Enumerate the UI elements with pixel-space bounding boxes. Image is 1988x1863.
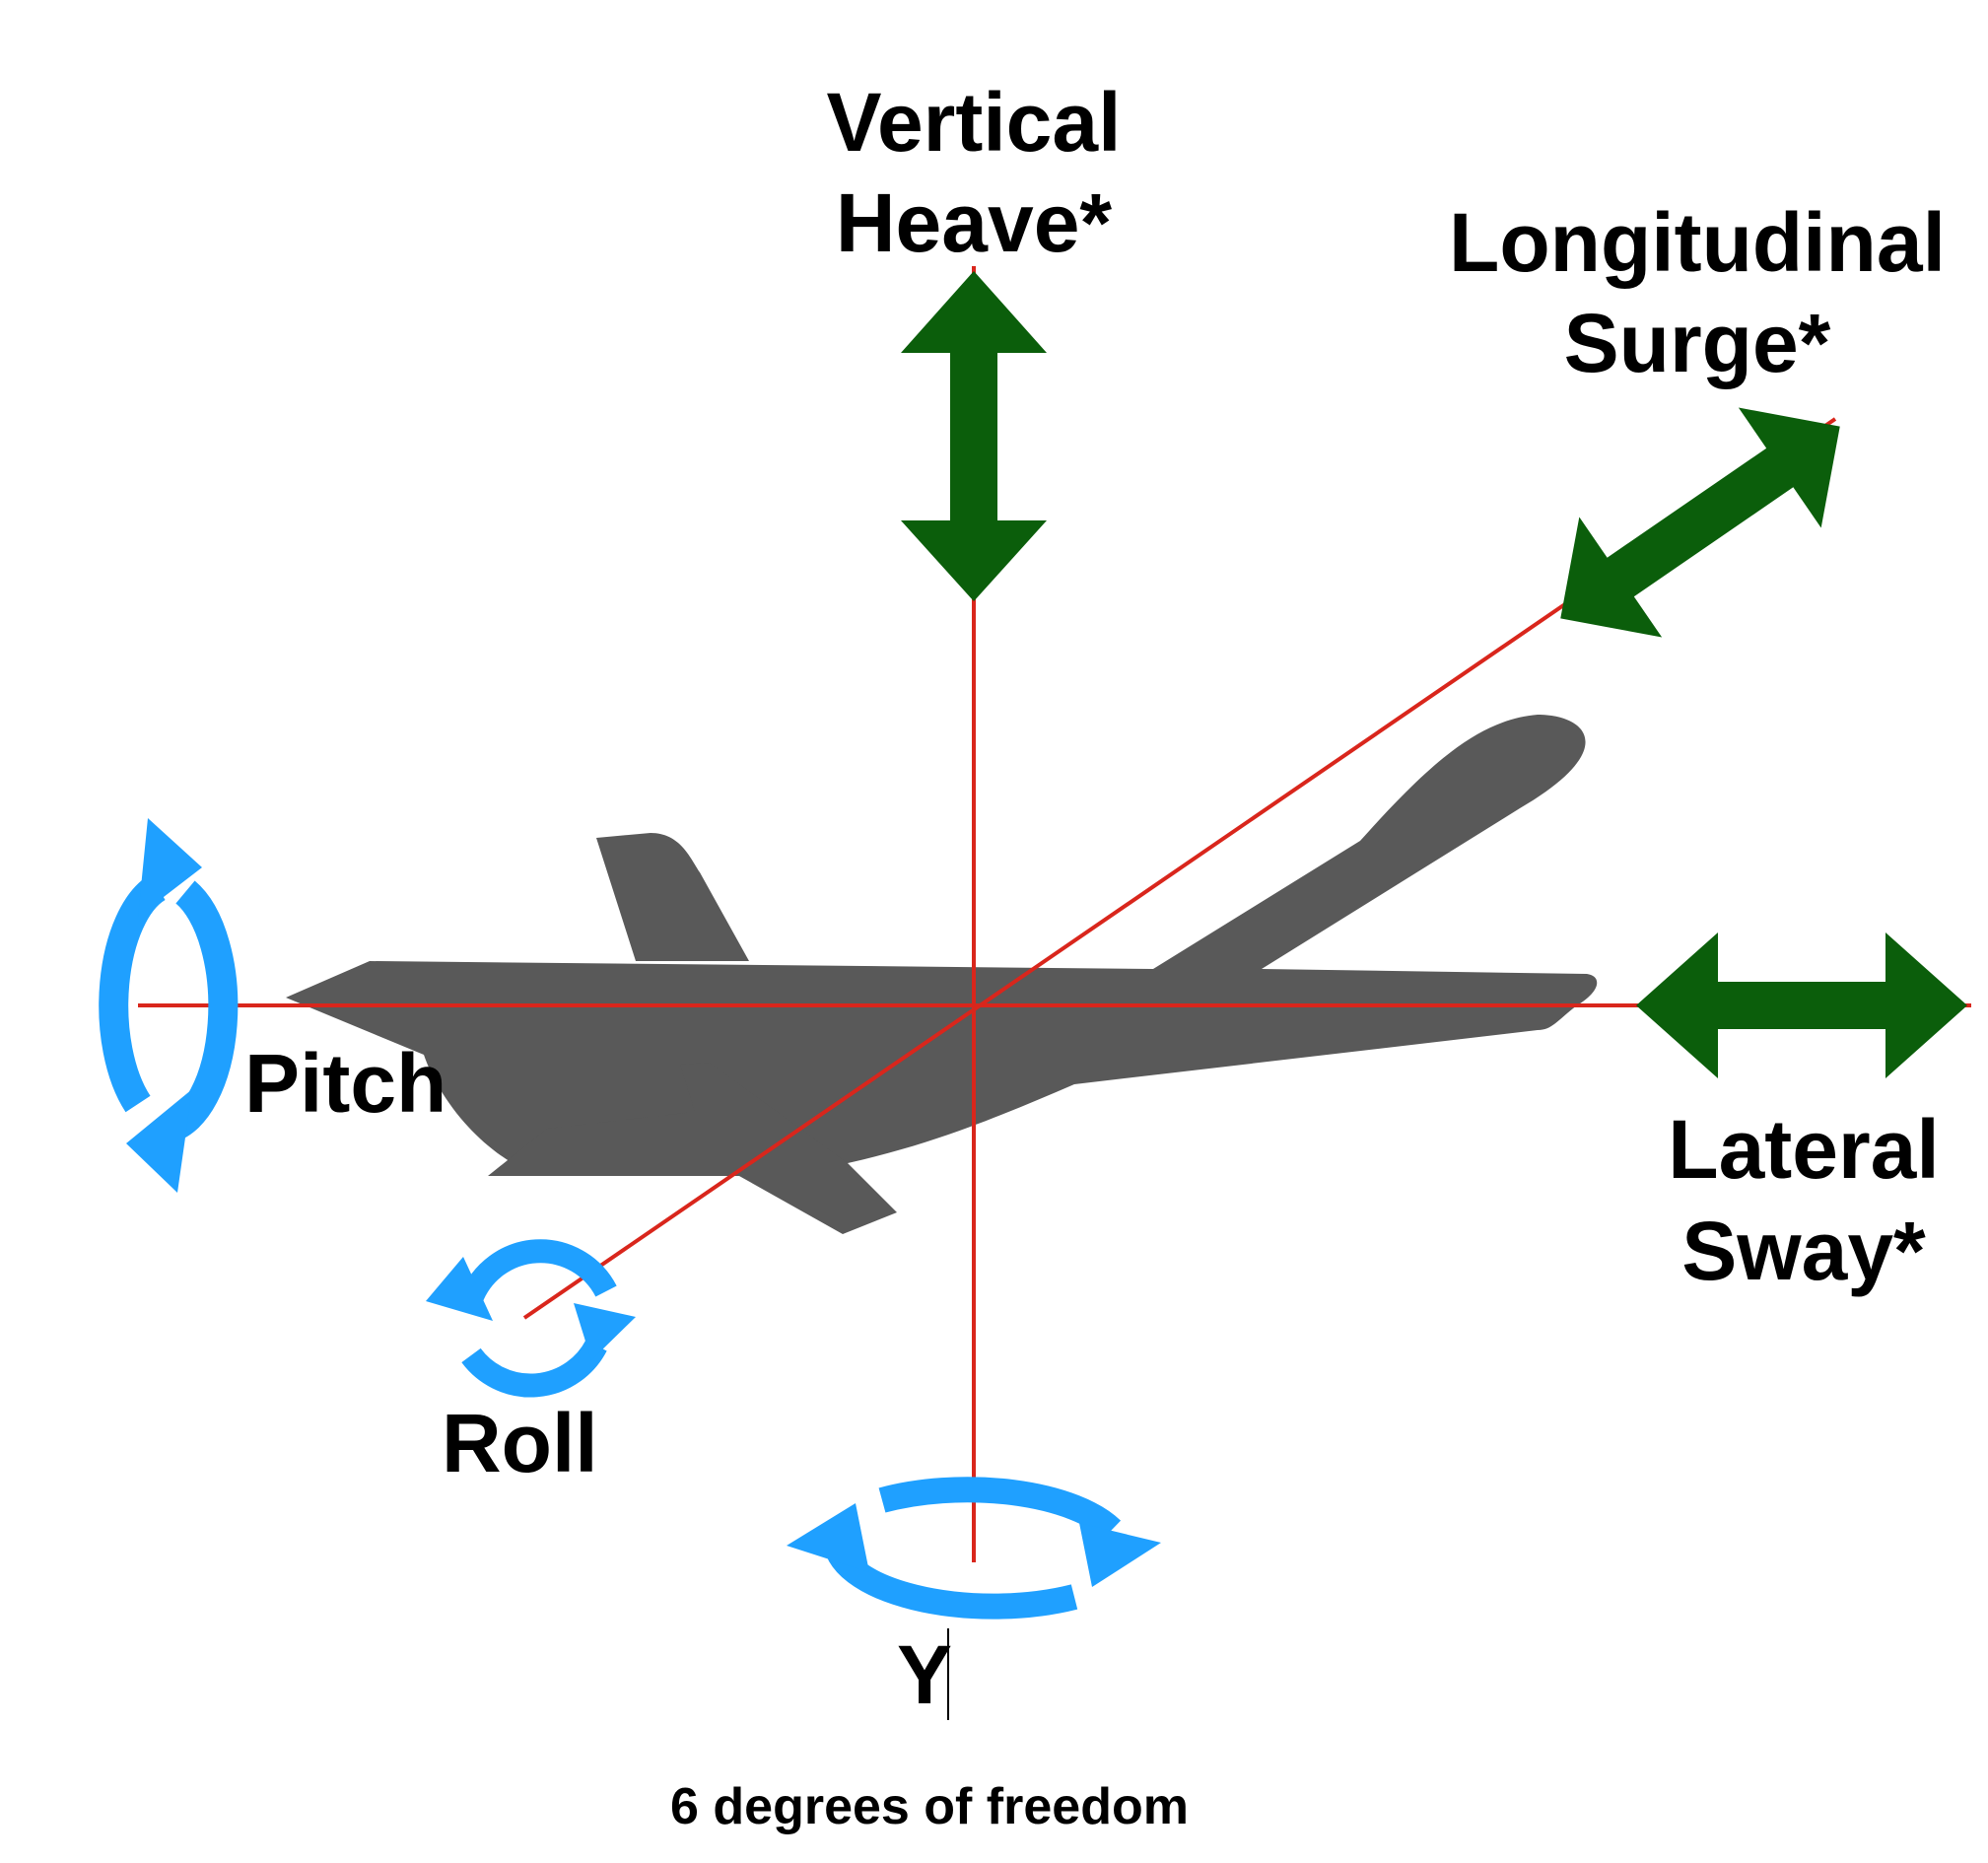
diagram-caption: 6 degrees of freedom: [670, 1778, 1189, 1835]
surge-label: Surge*: [1564, 297, 1831, 389]
yaw-label: Y: [897, 1628, 952, 1721]
longitudinal-surge-arrow-icon: [1560, 407, 1840, 638]
lateral-sway-arrow-icon: [1636, 932, 1967, 1078]
longitudinal-label: Longitudinal: [1449, 196, 1946, 289]
roll-label: Roll: [442, 1397, 598, 1489]
roll-rotation-icon: [426, 1239, 636, 1398]
yaw-rotation-icon: [787, 1477, 1161, 1620]
airplane-silhouette-icon: [286, 715, 1598, 1234]
heave-label: Heave*: [836, 176, 1113, 269]
sway-label: Sway*: [1681, 1205, 1926, 1297]
vertical-heave-arrow-icon: [901, 271, 1047, 601]
pitch-rotation-icon: [99, 818, 239, 1193]
axes: [138, 266, 1971, 1562]
pitch-label: Pitch: [244, 1037, 446, 1130]
lateral-label: Lateral: [1668, 1103, 1939, 1196]
vertical-label-line1: Vertical: [827, 76, 1122, 169]
